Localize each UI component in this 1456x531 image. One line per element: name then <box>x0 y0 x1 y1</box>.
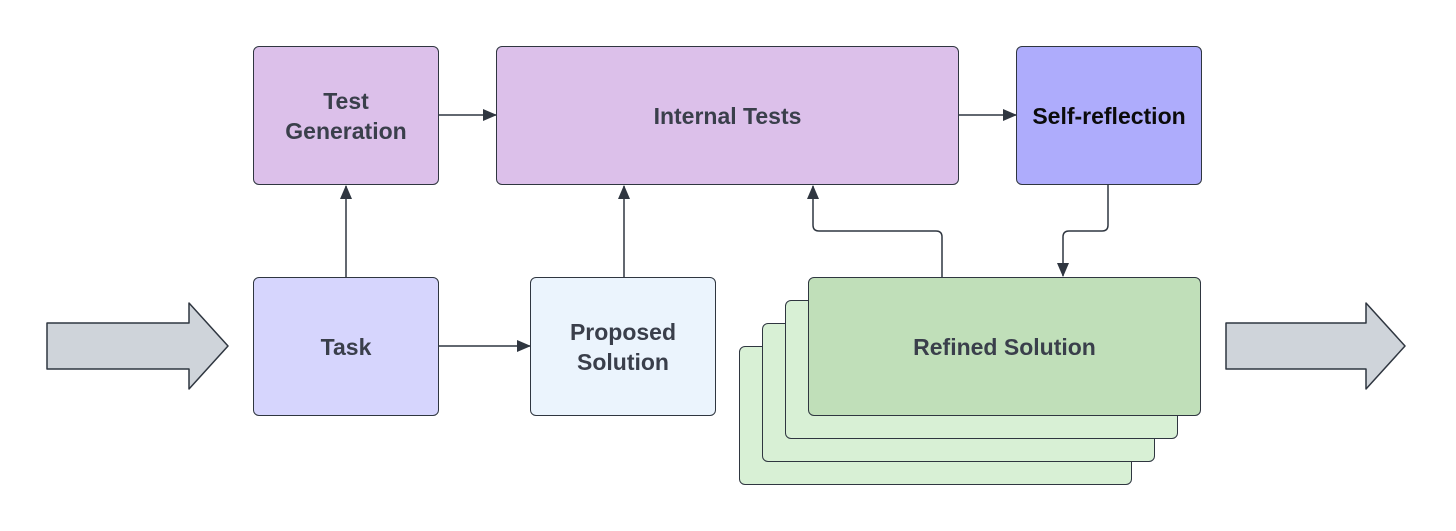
proposed-solution-node: Proposed Solution <box>530 277 716 416</box>
input-arrow <box>46 302 229 390</box>
test-generation-node: Test Generation <box>253 46 439 185</box>
self-reflection-label: Self-reflection <box>1032 102 1186 129</box>
internal-tests-node: Internal Tests <box>496 46 959 185</box>
task-label: Task <box>320 333 372 360</box>
test-generation-label: Test Generation <box>285 87 407 144</box>
edge-refined-solution-to-internal-tests <box>807 185 943 277</box>
proposed-solution-label: Proposed Solution <box>569 318 677 375</box>
refined-solution-node: Refined Solution <box>808 277 1201 416</box>
internal-tests-label: Internal Tests <box>653 102 802 129</box>
refined-solution-label: Refined Solution <box>913 333 1096 360</box>
edge-self-reflection-to-refined-solution <box>1057 185 1109 277</box>
task-node: Task <box>253 277 439 416</box>
output-arrow <box>1225 302 1406 390</box>
self-reflection-node: Self-reflection <box>1016 46 1202 185</box>
